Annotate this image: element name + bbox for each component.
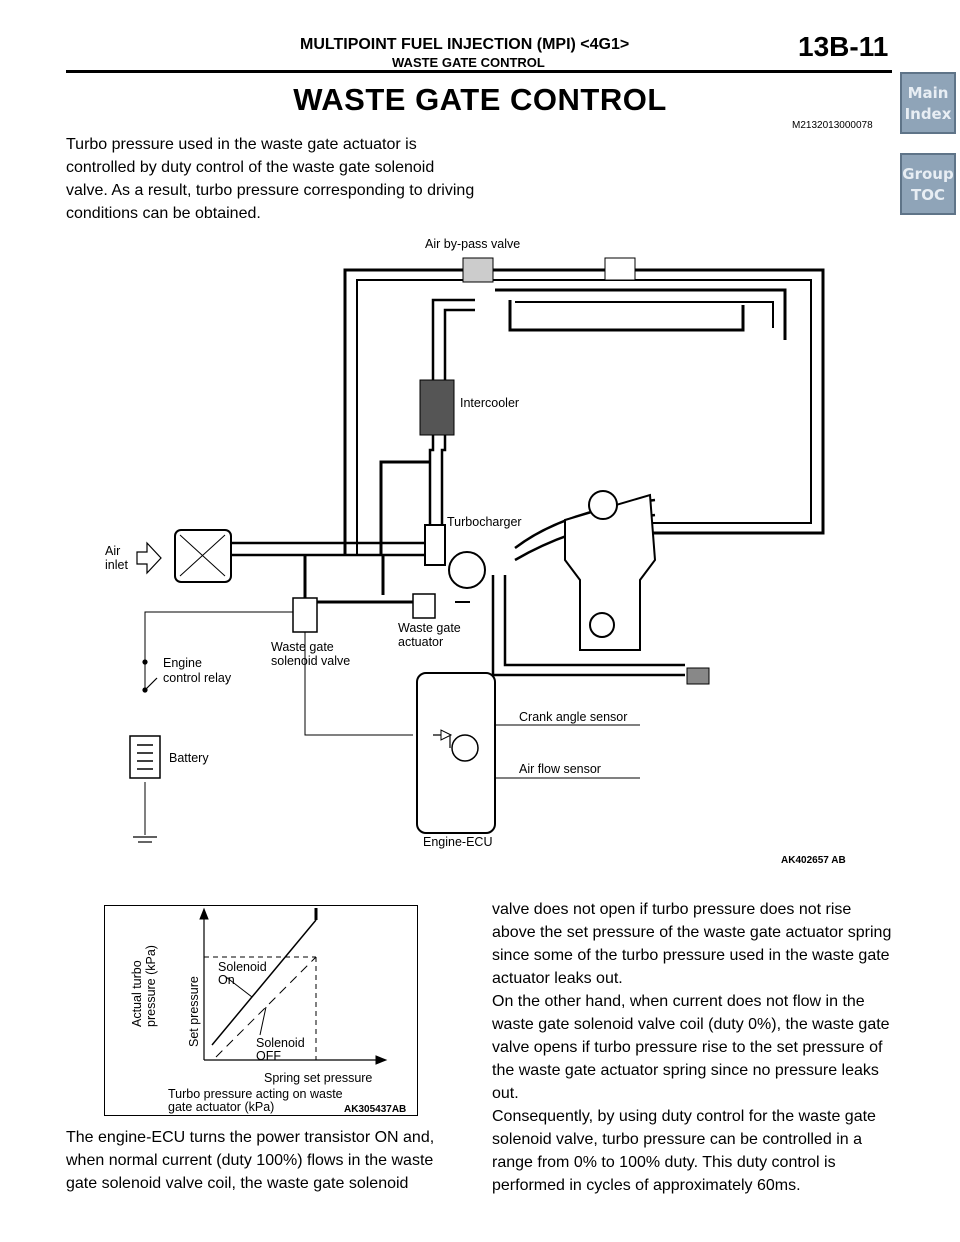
label-air-flow-sensor: Air flow sensor xyxy=(519,762,601,776)
document-id: M2132013000078 xyxy=(792,120,873,131)
right-column-text: valve does not open if turbo pressure do… xyxy=(492,898,894,1197)
label-engine-control-relay-2: control relay xyxy=(163,671,232,685)
graph-figure-id: AK305437AB xyxy=(344,1104,406,1115)
label-air-inlet-2: inlet xyxy=(105,558,128,572)
bypass-return xyxy=(508,300,745,332)
label-waste-gate-solenoid-2: solenoid valve xyxy=(271,654,350,668)
waste-gate-system-diagram: Air by-pass valve Intercooler Turbocharg… xyxy=(105,237,846,866)
intercooler-inlet-pipe xyxy=(428,298,475,530)
header-title: MULTIPOINT FUEL INJECTION (MPI) <4G1> xyxy=(300,36,630,53)
x-axis-arrow xyxy=(375,1055,388,1065)
label-engine-ecu: Engine-ECU xyxy=(423,835,492,849)
label-engine-control-relay-1: Engine xyxy=(163,656,202,670)
main-index-button[interactable]: Main Index xyxy=(900,72,956,134)
air-flow-sensor-unit xyxy=(686,667,710,685)
intercooler-outlet-pipe xyxy=(440,308,475,530)
solenoid-off-leader xyxy=(259,1006,267,1036)
pressure-hose-1 xyxy=(303,555,425,604)
turbo-pressure-graph-frame xyxy=(104,905,418,1116)
solenoid-on-leader xyxy=(225,976,253,998)
engine-control-relay xyxy=(142,659,158,693)
engine-block xyxy=(564,490,657,651)
intake-duct-inner xyxy=(356,279,812,555)
label-battery: Battery xyxy=(169,751,209,765)
label-intercooler: Intercooler xyxy=(460,396,519,410)
header-subtitle: WASTE GATE CONTROL xyxy=(392,55,545,70)
air-cleaner xyxy=(174,529,232,583)
graph-solenoid-on-label-1: Solenoid xyxy=(218,960,267,974)
graph-solenoid-off-label-2: OFF xyxy=(256,1049,281,1063)
label-waste-gate-actuator-2: actuator xyxy=(398,635,443,649)
group-toc-label-1: Group xyxy=(902,165,954,183)
diagram-figure-id: AK402657 AB xyxy=(781,855,846,866)
main-index-label-1: Main xyxy=(907,84,949,102)
label-waste-gate-actuator-1: Waste gate xyxy=(398,621,461,635)
header-rule xyxy=(66,70,892,73)
solenoid-off-line xyxy=(215,956,317,1058)
waste-gate-actuator xyxy=(412,593,436,619)
bottom-left-paragraph: The engine-ECU turns the power transisto… xyxy=(66,1129,435,1192)
battery xyxy=(129,735,161,779)
label-turbocharger: Turbocharger xyxy=(447,515,522,529)
solenoid-on-line xyxy=(211,919,317,1046)
graph-y-label-1: Actual turbo xyxy=(130,960,144,1027)
graph-y-label-2: pressure (kPa) xyxy=(144,945,158,1027)
intro-paragraph: Turbo pressure used in the waste gate ac… xyxy=(66,136,475,222)
intercooler xyxy=(419,379,455,436)
top-pipe xyxy=(495,288,787,340)
right-paragraph-3: Consequently, by using duty control for … xyxy=(492,1108,876,1194)
air-bypass-valve xyxy=(462,257,494,283)
right-paragraph-1: valve does not open if turbo pressure do… xyxy=(492,901,892,987)
top-pipe-inner xyxy=(515,301,774,328)
page-number: 13B-11 xyxy=(798,31,889,62)
group-toc-label-2: TOC xyxy=(911,186,945,204)
throttle-body xyxy=(604,257,636,281)
label-air-bypass-valve: Air by-pass valve xyxy=(425,237,520,251)
graph-solenoid-on-label-2: On xyxy=(218,973,235,987)
graph-x-label-1: Turbo pressure acting on waste xyxy=(168,1087,343,1101)
section-title: WASTE GATE CONTROL xyxy=(293,82,667,117)
graph-set-pressure-label: Set pressure xyxy=(187,976,201,1047)
air-inlet-arrow xyxy=(136,541,162,575)
engine-ecu-box xyxy=(416,672,496,834)
waste-gate-solenoid-valve xyxy=(292,597,318,633)
graph-spring-set-label: Spring set pressure xyxy=(264,1071,372,1085)
graph-solenoid-off-label-1: Solenoid xyxy=(256,1036,305,1050)
ground-symbol xyxy=(133,836,157,843)
right-paragraph-2: On the other hand, when current does not… xyxy=(492,993,890,1102)
group-toc-button[interactable]: Group TOC xyxy=(900,153,956,215)
graph-x-label-2: gate actuator (kPa) xyxy=(168,1100,274,1114)
intake-duct-outer xyxy=(343,268,825,555)
solenoid-wire xyxy=(304,615,413,736)
exhaust-pipe-2 xyxy=(503,575,685,667)
turbo-pressure-graph: Actual turbo pressure (kPa) Set pressure… xyxy=(130,907,406,1115)
y-axis-arrow xyxy=(199,907,209,920)
label-air-inlet-1: Air xyxy=(105,544,120,558)
turbocharger xyxy=(424,524,486,589)
bypass-hose xyxy=(379,460,430,555)
label-crank-angle-sensor: Crank angle sensor xyxy=(519,710,627,724)
main-index-label-2: Index xyxy=(904,105,952,123)
label-waste-gate-solenoid-1: Waste gate xyxy=(271,640,334,654)
